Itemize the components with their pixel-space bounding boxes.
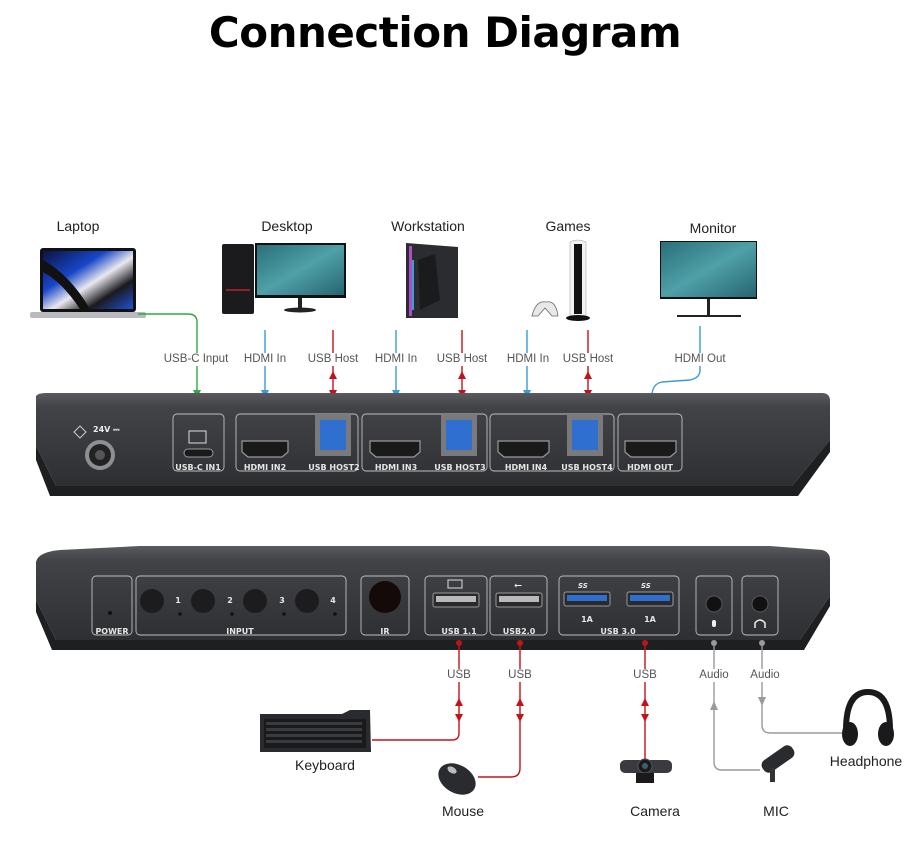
- microphone-icon: [761, 745, 795, 782]
- usb30-logo-2: SS: [641, 582, 651, 590]
- connection-label-hdmi-in-3: HDMI In: [372, 353, 420, 366]
- connection-label-usb-mouse: USB: [506, 669, 534, 682]
- usb20-label: USB2.0: [503, 627, 536, 636]
- page-title: Connection Diagram: [208, 8, 682, 57]
- kvm-rear-panel: 24V ⎓ USB-C IN1 HDMI IN2 USB HOST2 HDMI …: [36, 393, 830, 496]
- device-label-games: Games: [545, 218, 591, 234]
- connection-label-usb-keyboard: USB: [445, 669, 473, 682]
- port-label-hdmi-in3: HDMI IN3: [375, 463, 417, 472]
- port-label-hdmi-in4: HDMI IN4: [505, 463, 548, 472]
- device-label-mic: MIC: [763, 803, 789, 819]
- keyboard-cable: [372, 643, 460, 741]
- workstation-tower-icon: [406, 243, 458, 318]
- keyboard-icon: [260, 710, 371, 752]
- monitor-icon: [660, 241, 757, 317]
- usb30-label: USB 3.0: [600, 627, 636, 636]
- headphone-jack: [751, 595, 769, 613]
- port-label-usb-c-in1: USB-C IN1: [175, 463, 221, 472]
- device-label-camera: Camera: [630, 803, 680, 819]
- usb30-logo-1: SS: [578, 582, 588, 590]
- input-number-1: 1: [175, 596, 181, 605]
- port-label-usb-host4: USB HOST4: [561, 463, 613, 472]
- connection-label-usb-host-3: USB Host: [434, 353, 490, 366]
- usb30-rating-1: 1A: [581, 615, 594, 624]
- device-label-headphone: Headphone: [829, 753, 903, 769]
- input-number-2: 2: [227, 596, 233, 605]
- mouse-cable: [478, 643, 521, 778]
- device-label-workstation: Workstation: [391, 218, 465, 234]
- input-button-4: [295, 589, 319, 613]
- game-console-icon: [531, 239, 590, 321]
- connection-label-audio-headphone: Audio: [748, 669, 782, 682]
- headphone-cable: [761, 643, 842, 734]
- connection-label-usb-host-2: USB Host: [305, 353, 361, 366]
- mouse-icon: [438, 763, 476, 795]
- input-label: INPUT: [226, 627, 254, 636]
- connection-label-usb-host-4: USB Host: [560, 353, 616, 366]
- hdmi-out-cable: [651, 326, 701, 411]
- kvm-front-panel: POWER 1 2 3 4 INPUT IR USB 1.1 ⭠: [36, 546, 830, 650]
- usb30-rating-2: 1A: [644, 615, 657, 624]
- device-label-keyboard: Keyboard: [295, 757, 355, 773]
- connection-label-hdmi-out: HDMI Out: [672, 353, 728, 366]
- dc-power-jack: 24V ⎓: [73, 425, 120, 470]
- ir-receiver: [369, 581, 401, 613]
- device-label-desktop: Desktop: [261, 218, 313, 234]
- connection-label-audio-mic: Audio: [697, 669, 731, 682]
- connection-label-hdmi-in-4: HDMI In: [504, 353, 552, 366]
- port-label-usb-host2: USB HOST2: [308, 463, 359, 472]
- laptop-icon: [30, 248, 146, 318]
- input-button-2: [191, 589, 215, 613]
- port-label-hdmi-in2: HDMI IN2: [244, 463, 286, 472]
- port-label-usb-host3: USB HOST3: [434, 463, 485, 472]
- port-label-hdmi-out: HDMI OUT: [627, 463, 673, 472]
- input-number-4: 4: [330, 596, 336, 605]
- input-button-3: [243, 589, 267, 613]
- connection-label-usb-c-input: USB-C Input: [161, 353, 231, 366]
- mic-cable: [713, 643, 760, 771]
- power-input-label: 24V ⎓: [93, 425, 120, 434]
- desktop-pc-icon: [222, 243, 346, 314]
- input-number-3: 3: [279, 596, 285, 605]
- connection-label-usb-camera: USB: [631, 669, 659, 682]
- device-label-monitor: Monitor: [689, 220, 737, 236]
- power-label: POWER: [95, 627, 128, 636]
- webcam-icon: [620, 758, 672, 783]
- headphone-icon: [842, 688, 894, 746]
- usb11-label: USB 1.1: [441, 627, 477, 636]
- usb-c-cable: [138, 313, 198, 410]
- svg-text:⭠: ⭠: [514, 580, 522, 591]
- ir-label: IR: [380, 627, 389, 636]
- device-label-laptop: Laptop: [56, 218, 100, 234]
- device-label-mouse: Mouse: [441, 803, 485, 819]
- mic-jack: [705, 595, 723, 613]
- input-button-1: [140, 589, 164, 613]
- connection-label-hdmi-in-2: HDMI In: [241, 353, 289, 366]
